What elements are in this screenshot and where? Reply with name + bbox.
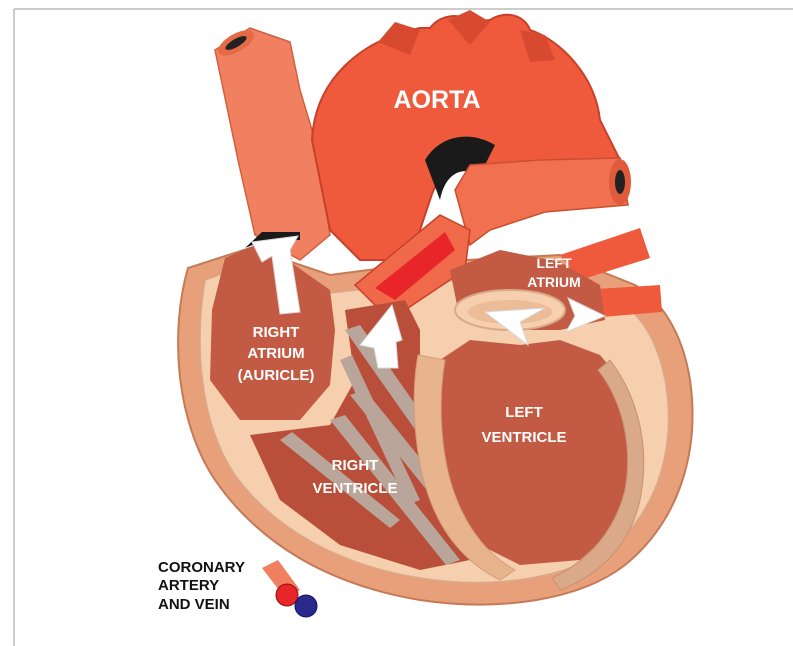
coronary-artery-icon [276, 584, 298, 606]
label-right-atrium-line3: (AURICLE) [238, 367, 315, 384]
label-right-atrium-line1: RIGHT [253, 324, 300, 341]
pulmonary-artery [455, 158, 628, 245]
label-coronary-line1: CORONARY [158, 559, 245, 576]
pulmonary-artery-hole [615, 170, 625, 194]
label-aorta: AORTA [393, 86, 480, 114]
label-left-ventricle-line2: VENTRICLE [481, 429, 566, 446]
label-left-atrium-line1: LEFT [537, 255, 572, 271]
label-coronary-line2: ARTERY [158, 577, 219, 594]
label-right-atrium-line2: ATRIUM [247, 345, 304, 362]
label-coronary-line3: AND VEIN [158, 596, 230, 613]
coronary-vein-icon [295, 595, 317, 617]
label-left-ventricle-line1: LEFT [505, 404, 543, 421]
label-right-ventricle-line1: RIGHT [332, 457, 379, 474]
label-left-atrium-line2: ATRIUM [527, 274, 580, 290]
label-right-ventricle-line2: VENTRICLE [312, 480, 397, 497]
